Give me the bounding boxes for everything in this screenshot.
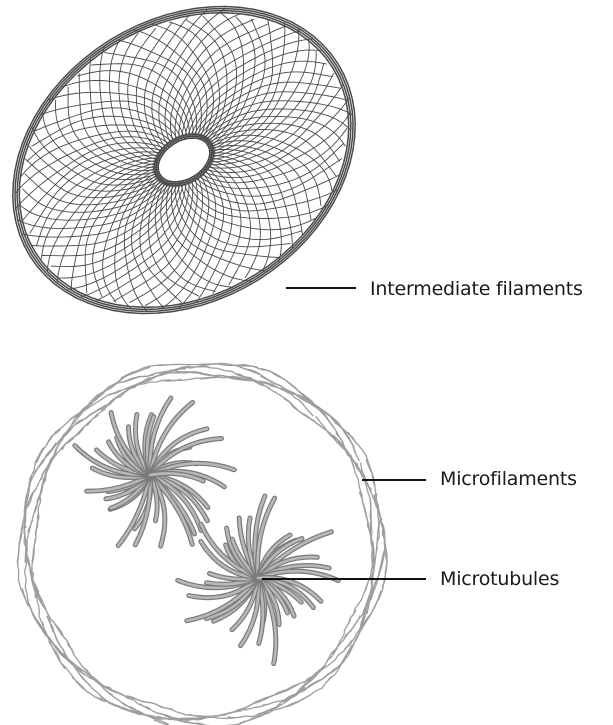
intermediate-filament-strand — [62, 80, 187, 138]
microfilament-strand — [310, 402, 355, 453]
microfilament-strand — [357, 463, 372, 524]
intermediate-filament-strand — [32, 116, 177, 146]
intermediate-filament-strand — [205, 84, 344, 168]
microfilament-strand — [304, 644, 339, 683]
intermediate-filament-strand — [189, 179, 337, 211]
intermediate-filament-strand — [187, 50, 321, 139]
intermediate-filament-strand — [35, 108, 179, 141]
microfilament-strand — [72, 677, 105, 702]
intermediate-filament-strand — [185, 39, 313, 139]
microfilament-strand — [333, 435, 354, 468]
intermediate-filament-strand — [200, 101, 353, 139]
label-intermediate-filaments: Intermediate filaments — [370, 278, 583, 300]
intermediate-filament-strand — [171, 182, 266, 271]
intermediate-filament-strand — [165, 14, 240, 146]
intermediate-filament-strand — [85, 167, 158, 293]
microfilament-strand — [32, 515, 38, 562]
intermediate-filament-strand — [104, 53, 197, 139]
microtubule-asters — [75, 398, 339, 664]
intermediate-filament-strand — [115, 173, 160, 308]
label-microtubules: Microtubules — [440, 568, 559, 590]
intermediate-filament-strand — [209, 141, 321, 206]
intermediate-filament-strand — [42, 182, 178, 256]
intermediate-filament-strand — [149, 179, 199, 296]
microfilament-strand — [99, 375, 155, 397]
label-microfilaments: Microfilaments — [440, 468, 577, 490]
intermediate-filament-strand — [31, 182, 175, 246]
intermediate-filament-strand — [197, 144, 344, 189]
intermediate-filaments-cell — [13, 7, 355, 314]
